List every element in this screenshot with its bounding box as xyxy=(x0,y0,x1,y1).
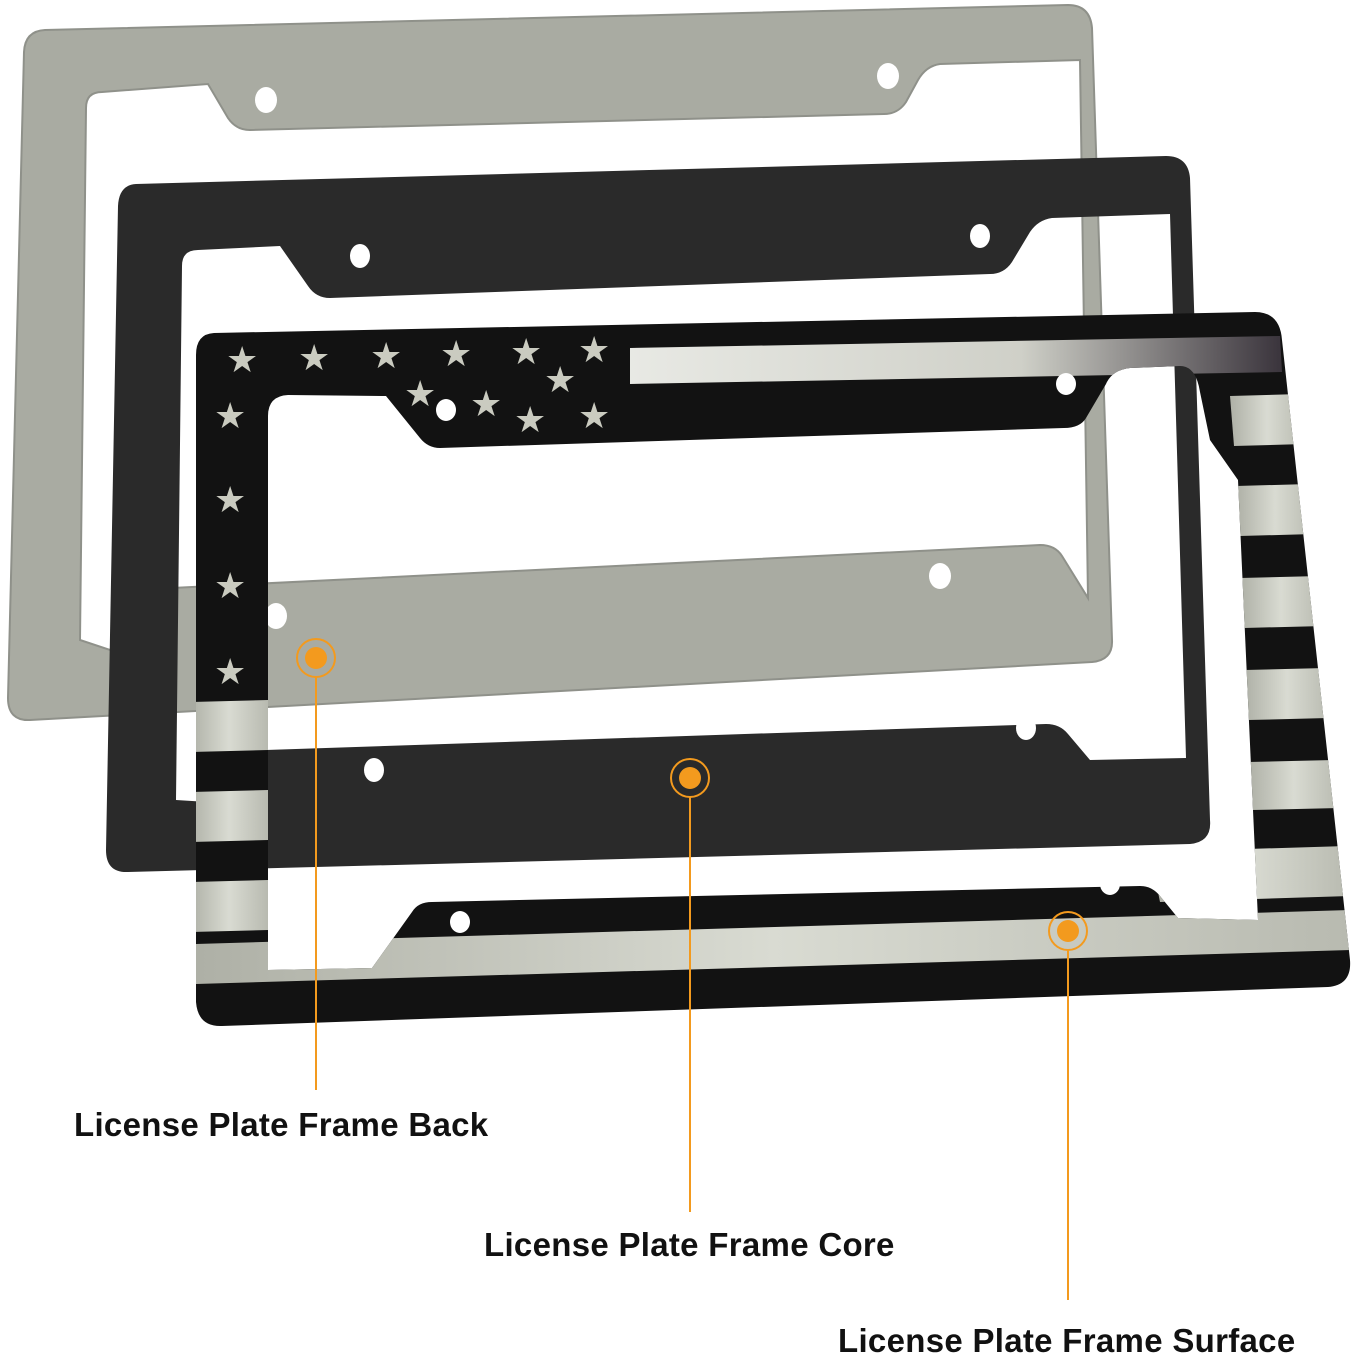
frame-back-hole-3 xyxy=(929,563,951,589)
label-frame-surface: License Plate Frame Surface xyxy=(838,1322,1296,1359)
flag-stars: ★ ★ ★ ★ ★ ★ ★ ★ ★ ★ ★ ★ ★ ★ ★ xyxy=(214,330,610,693)
frame-surface-hole-4 xyxy=(450,911,470,933)
label-frame-back: License Plate Frame Back xyxy=(74,1106,489,1143)
callout-core xyxy=(670,758,710,1212)
star-icon: ★ xyxy=(514,400,546,441)
flag-left-stripes xyxy=(196,700,268,932)
frame-core-hole-1 xyxy=(350,244,370,268)
star-icon: ★ xyxy=(544,360,576,401)
frame-core-plate xyxy=(106,156,1211,873)
frame-surface-hole-3 xyxy=(1100,873,1120,895)
frame-core-hole-2 xyxy=(970,224,990,248)
star-icon: ★ xyxy=(214,652,246,693)
frame-back-hole-2 xyxy=(877,63,899,89)
star-icon: ★ xyxy=(214,396,246,437)
star-icon: ★ xyxy=(404,374,436,415)
callout-back xyxy=(296,638,336,1090)
star-icon: ★ xyxy=(214,566,246,607)
callout-surface xyxy=(1048,911,1088,1300)
frame-surface-hole-2 xyxy=(1056,373,1076,395)
frame-back-hole-4 xyxy=(265,603,287,629)
star-icon: ★ xyxy=(440,334,472,375)
frame-surface-hole-1 xyxy=(436,399,456,421)
star-icon: ★ xyxy=(578,330,610,371)
star-icon: ★ xyxy=(370,336,402,377)
frame-core-hole-4 xyxy=(364,758,384,782)
star-icon: ★ xyxy=(298,338,330,379)
star-icon: ★ xyxy=(510,332,542,373)
label-frame-core: License Plate Frame Core xyxy=(484,1226,895,1263)
frame-back-hole-1 xyxy=(255,87,277,113)
frame-core-hole-3 xyxy=(1016,716,1036,740)
star-icon: ★ xyxy=(226,340,258,381)
star-icon: ★ xyxy=(578,396,610,437)
star-icon: ★ xyxy=(214,480,246,521)
frame-core xyxy=(106,156,1211,873)
star-icon: ★ xyxy=(470,384,502,425)
